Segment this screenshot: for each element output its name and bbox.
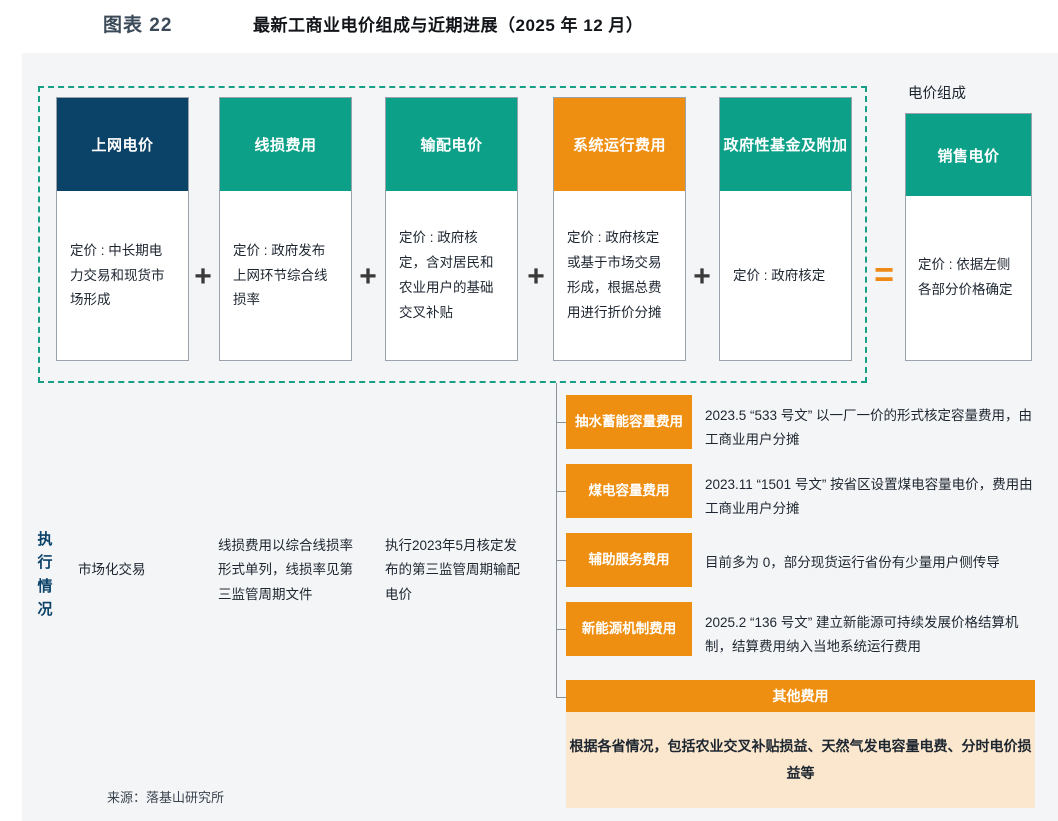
component-header-1: 线损费用	[220, 98, 351, 191]
tree-connector-branch-4	[556, 697, 567, 698]
component-pricing-0: 定价 : 中长期电力交易和现货市场形成	[70, 242, 165, 308]
figure-number: 图表 22	[103, 15, 173, 36]
component-card-2[interactable]: 输配电价 定价 : 政府核定，含对居民和农业用户的基础交叉补贴	[385, 97, 518, 361]
tree-connector-branch-2	[556, 560, 567, 561]
sub-item-name-1[interactable]: 煤电容量费用	[566, 464, 692, 518]
component-card-0[interactable]: 上网电价 定价 : 中长期电力交易和现货市场形成	[56, 97, 189, 361]
operator-plus-1: +	[359, 260, 377, 293]
execution-cell-2: 执行2023年5月核定发布的第三监管周期输配电价	[385, 538, 520, 602]
component-header-2: 输配电价	[386, 98, 517, 191]
execution-cell-1: 线损费用以综合线损率形式单列，线损率见第三监管周期文件	[218, 538, 353, 602]
components-group-dashed-border	[38, 86, 867, 383]
page-title: 最新工商业电价组成与近期进展（2025 年 12 月）	[253, 16, 644, 35]
component-card-1[interactable]: 线损费用 定价 : 政府发布上网环节综合线损率	[219, 97, 352, 361]
component-card-4[interactable]: 政府性基金及附加 定价 : 政府核定	[719, 97, 852, 361]
figure-header: 图表 22 最新工商业电价组成与近期进展（2025 年 12 月）	[0, 0, 1058, 53]
tree-connector-branch-3	[556, 629, 567, 630]
tree-connector-branch-0	[556, 422, 567, 423]
operator-plus-0: +	[194, 260, 212, 293]
component-header-4: 政府性基金及附加	[720, 98, 851, 191]
component-body-3: 定价 : 政府核定或基于市场交易形成，根据总费用进行折价分摊	[554, 191, 685, 361]
sub-item-description-0: 2023.5 “533 号文” 以一厂一价的形式核定容量费用，由工商业用户分摊	[705, 408, 1033, 448]
component-card-3[interactable]: 系统运行费用 定价 : 政府核定或基于市场交易形成，根据总费用进行折价分摊	[553, 97, 686, 361]
result-body: 定价 : 依据左侧各部分价格确定	[906, 196, 1031, 360]
operator-plus-2: +	[527, 260, 545, 293]
execution-cell-0: 市场化交易	[78, 562, 146, 577]
result-header: 销售电价	[906, 114, 1031, 196]
component-pricing-3: 定价 : 政府核定或基于市场交易形成，根据总费用进行折价分摊	[567, 230, 662, 320]
sub-item-description-1: 2023.11 “1501 号文” 按省区设置煤电容量电价，费用由工商业用户分摊	[705, 477, 1033, 517]
tree-connector-branch-1	[556, 491, 567, 492]
component-header-0: 上网电价	[57, 98, 188, 191]
component-pricing-2: 定价 : 政府核定，含对居民和农业用户的基础交叉补贴	[399, 230, 494, 320]
sub-item-description-3: 2025.2 “136 号文” 建立新能源可持续发展价格结算机制，结算费用纳入当…	[705, 615, 1019, 655]
component-body-0: 定价 : 中长期电力交易和现货市场形成	[57, 191, 188, 361]
sub-item-name-3[interactable]: 新能源机制费用	[566, 602, 692, 656]
component-body-4: 定价 : 政府核定	[720, 191, 851, 361]
component-pricing-4: 定价 : 政府核定	[733, 267, 826, 283]
source-note: 来源：落基山研究所	[107, 790, 225, 805]
result-pricing: 定价 : 依据左侧各部分价格确定	[918, 257, 1013, 297]
operator-equals: =	[874, 256, 894, 294]
sub-item-description-2: 目前多为 0，部分现货运行省份有少量用户侧传导	[705, 555, 1000, 570]
result-card-sales-price[interactable]: 销售电价 定价 : 依据左侧各部分价格确定	[905, 113, 1032, 361]
component-body-1: 定价 : 政府发布上网环节综合线损率	[220, 191, 351, 361]
sub-item-name-0[interactable]: 抽水蓄能容量费用	[566, 395, 692, 449]
tree-connector-vertical	[556, 383, 557, 698]
execution-status-label: 执行情况	[37, 531, 53, 618]
component-body-2: 定价 : 政府核定，含对居民和农业用户的基础交叉补贴	[386, 191, 517, 361]
component-pricing-1: 定价 : 政府发布上网环节综合线损率	[233, 242, 328, 308]
other-fees-header[interactable]: 其他费用	[566, 680, 1035, 712]
sub-item-name-2[interactable]: 辅助服务费用	[566, 533, 692, 587]
other-fees-description: 根据各省情况，包括农业交叉补贴损益、天然气发电容量电费、分时电价损益等	[569, 737, 1032, 781]
operator-plus-3: +	[693, 260, 711, 293]
result-group-label: 电价组成	[908, 86, 966, 102]
component-header-3: 系统运行费用	[554, 98, 685, 191]
other-fees-body: 根据各省情况，包括农业交叉补贴损益、天然气发电容量电费、分时电价损益等	[566, 712, 1035, 808]
